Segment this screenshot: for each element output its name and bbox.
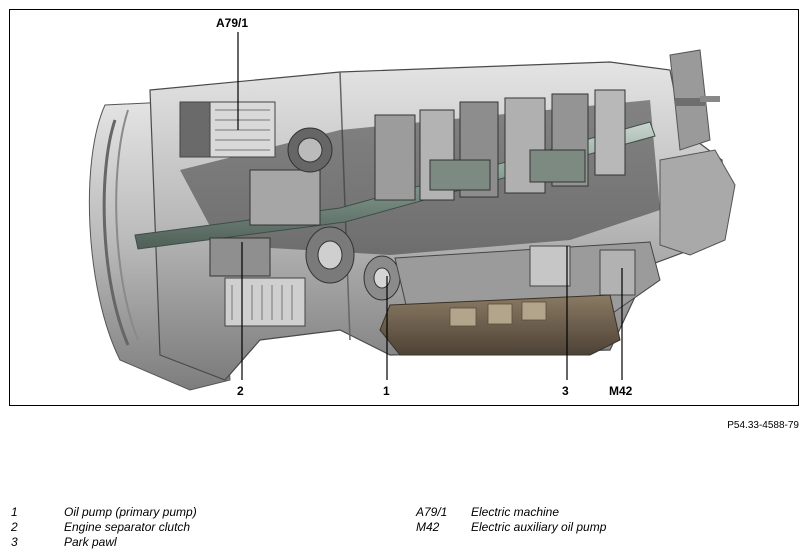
callout-a79: A79/1 (216, 16, 249, 30)
legend-desc: Engine separator clutch (64, 520, 191, 534)
legend-desc: Electric machine (471, 505, 560, 519)
legend-desc: Electric auxiliary oil pump (471, 520, 607, 534)
main-shaft (134, 121, 656, 250)
leader-lines (237, 32, 623, 380)
rear-extension (659, 49, 736, 256)
callout-2: 2 (237, 384, 244, 398)
callout-3: 3 (562, 384, 569, 398)
gear-sets (209, 89, 626, 301)
callout-m42: M42 (609, 384, 633, 398)
legend-key: M42 (416, 520, 440, 534)
electric-machine-stator (179, 101, 276, 158)
callout-1: 1 (383, 384, 390, 398)
legend-key: 3 (11, 535, 18, 549)
legend-desc: Park pawl (64, 535, 117, 549)
transmission-cutaway-illustration (88, 32, 736, 391)
oil-pan (379, 294, 621, 356)
figure-reference-code: P54.33-4588-79 (727, 420, 799, 431)
legend-key: 2 (11, 520, 18, 534)
legend-key: 1 (11, 505, 18, 519)
lower-machine-block (224, 277, 306, 327)
transmission-figure: A79/1 2 1 3 M42 (9, 9, 799, 406)
legend-desc: Oil pump (primary pump) (64, 505, 197, 519)
legend-key: A79/1 (416, 505, 448, 519)
